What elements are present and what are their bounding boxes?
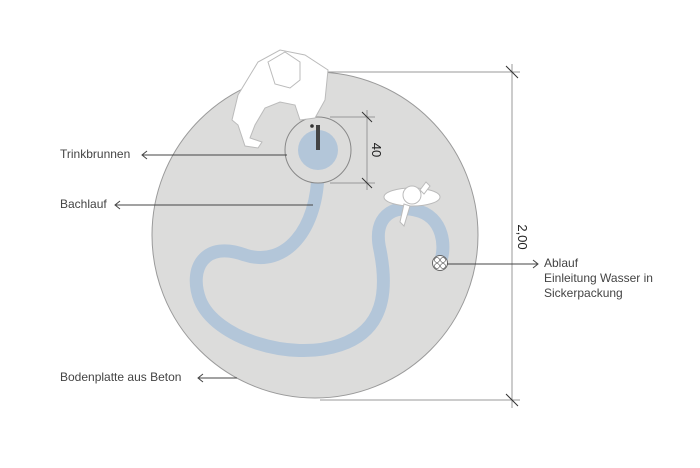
drain-icon bbox=[432, 255, 448, 271]
label-drain-line1: Einleitung Wasser in bbox=[544, 271, 653, 285]
basin-dimension-label: 40 bbox=[369, 143, 384, 157]
label-drain-title: Ablauf bbox=[544, 256, 579, 270]
overall-dimension-label: 2,00 bbox=[515, 224, 530, 249]
person-figure-top-left bbox=[231, 49, 329, 149]
fountain-nozzle-icon bbox=[310, 124, 314, 128]
overall-dimension bbox=[320, 64, 520, 408]
label-fountain: Trinkbrunnen bbox=[60, 147, 131, 161]
label-base: Bodenplatte aus Beton bbox=[60, 370, 182, 384]
label-drain: Ablauf Einleitung Wasser in Sickerpackun… bbox=[544, 256, 653, 301]
label-stream: Bachlauf bbox=[60, 197, 107, 211]
basin-dimension bbox=[330, 110, 375, 190]
leader-lines bbox=[114, 150, 539, 383]
fountain-spout bbox=[316, 125, 320, 150]
label-drain-line2: Sickerpackung bbox=[544, 286, 623, 300]
person-figure-right bbox=[383, 181, 441, 227]
